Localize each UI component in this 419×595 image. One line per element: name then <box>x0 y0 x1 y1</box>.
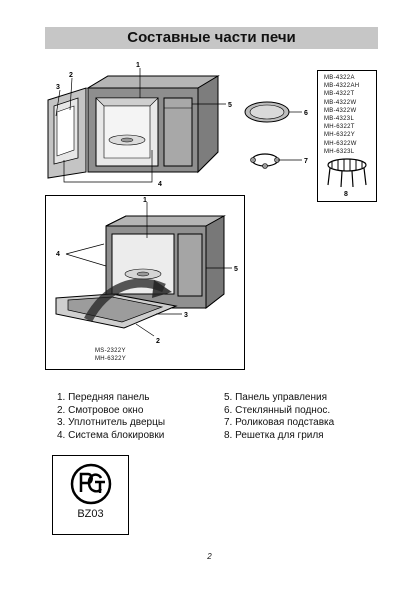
fig1-callout-7: 7 <box>304 158 308 165</box>
page-title: Составные части печи <box>127 29 296 46</box>
legend-item: 5. Панель управления <box>224 392 327 403</box>
model-item: MH-6322W <box>324 140 357 147</box>
model-item: MB-4322T <box>324 91 355 98</box>
figure-2-models: MS-2322Y MH-6322Y <box>95 347 126 363</box>
fig1-callout-5: 5 <box>228 102 232 109</box>
fig2-callout-3: 3 <box>184 312 188 319</box>
fig1-callout-3: 3 <box>56 84 60 91</box>
model-item: MB-4322A <box>324 75 355 81</box>
fig1-callout-6: 6 <box>304 110 308 117</box>
microwave-figure-2: 1 4 5 3 2 <box>55 197 238 345</box>
legend-item: 8. Решетка для гриля <box>224 429 324 441</box>
fig2-callout-4: 4 <box>56 251 60 258</box>
legend-left: 1. Передняя панель 2. Смотровое окно 3. … <box>57 392 165 442</box>
fig2-callout-1: 1 <box>143 197 147 204</box>
fig2-callout-5: 5 <box>234 266 238 273</box>
models-list: MB-4322A MB-4322AH MB-4322T MB-4322W MB-… <box>324 74 359 156</box>
legend-item: 6. Стеклянный поднос. <box>224 404 331 416</box>
rst-logo-icon <box>70 463 112 505</box>
legend-item: 7. Роликовая подставка <box>224 417 335 428</box>
legend-right: 5. Панель управления 6. Стеклянный подно… <box>224 392 334 442</box>
legend-item: 1. Передняя панель <box>57 392 150 403</box>
fig1-callout-8: 8 <box>344 191 348 198</box>
model-item: MB-4323L <box>324 116 355 123</box>
legend-item: 4. Система блокировки <box>57 429 165 441</box>
fig1-callout-4: 4 <box>158 181 162 188</box>
legend-item: 2. Смотровое окно <box>57 404 144 416</box>
figure-2-frame: 1 4 5 3 2 <box>45 195 245 370</box>
fig1-callout-1: 1 <box>136 62 140 69</box>
model-item: MH-6322Y <box>324 132 356 139</box>
model-item: MH-6322Y <box>95 356 127 362</box>
certification-code: BZ03 <box>77 508 104 520</box>
model-item: MH-6323L <box>324 148 355 155</box>
fig2-callout-2: 2 <box>156 338 160 345</box>
models-box: MB-4322A MB-4322AH MB-4322T MB-4322W MB-… <box>317 70 377 202</box>
model-item: MB-4322W <box>324 107 357 114</box>
accessories-figure: 6 7 <box>244 101 308 169</box>
model-item: MS-2322Y <box>95 348 126 354</box>
certification-mark: BZ03 <box>52 455 129 535</box>
grill-rack-illustration: 8 <box>327 158 367 198</box>
fig1-callout-2: 2 <box>69 72 73 79</box>
page-number: 2 <box>207 552 212 561</box>
legend-item: 3. Уплотнитель дверцы <box>57 417 166 428</box>
model-item: MH-6322T <box>324 124 355 131</box>
title-bar: Составные части печи <box>45 27 378 49</box>
model-item: MB-4322W <box>324 99 357 106</box>
microwave-figure-1: 1 2 3 4 5 <box>47 62 232 188</box>
model-item: MB-4322AH <box>324 83 360 90</box>
